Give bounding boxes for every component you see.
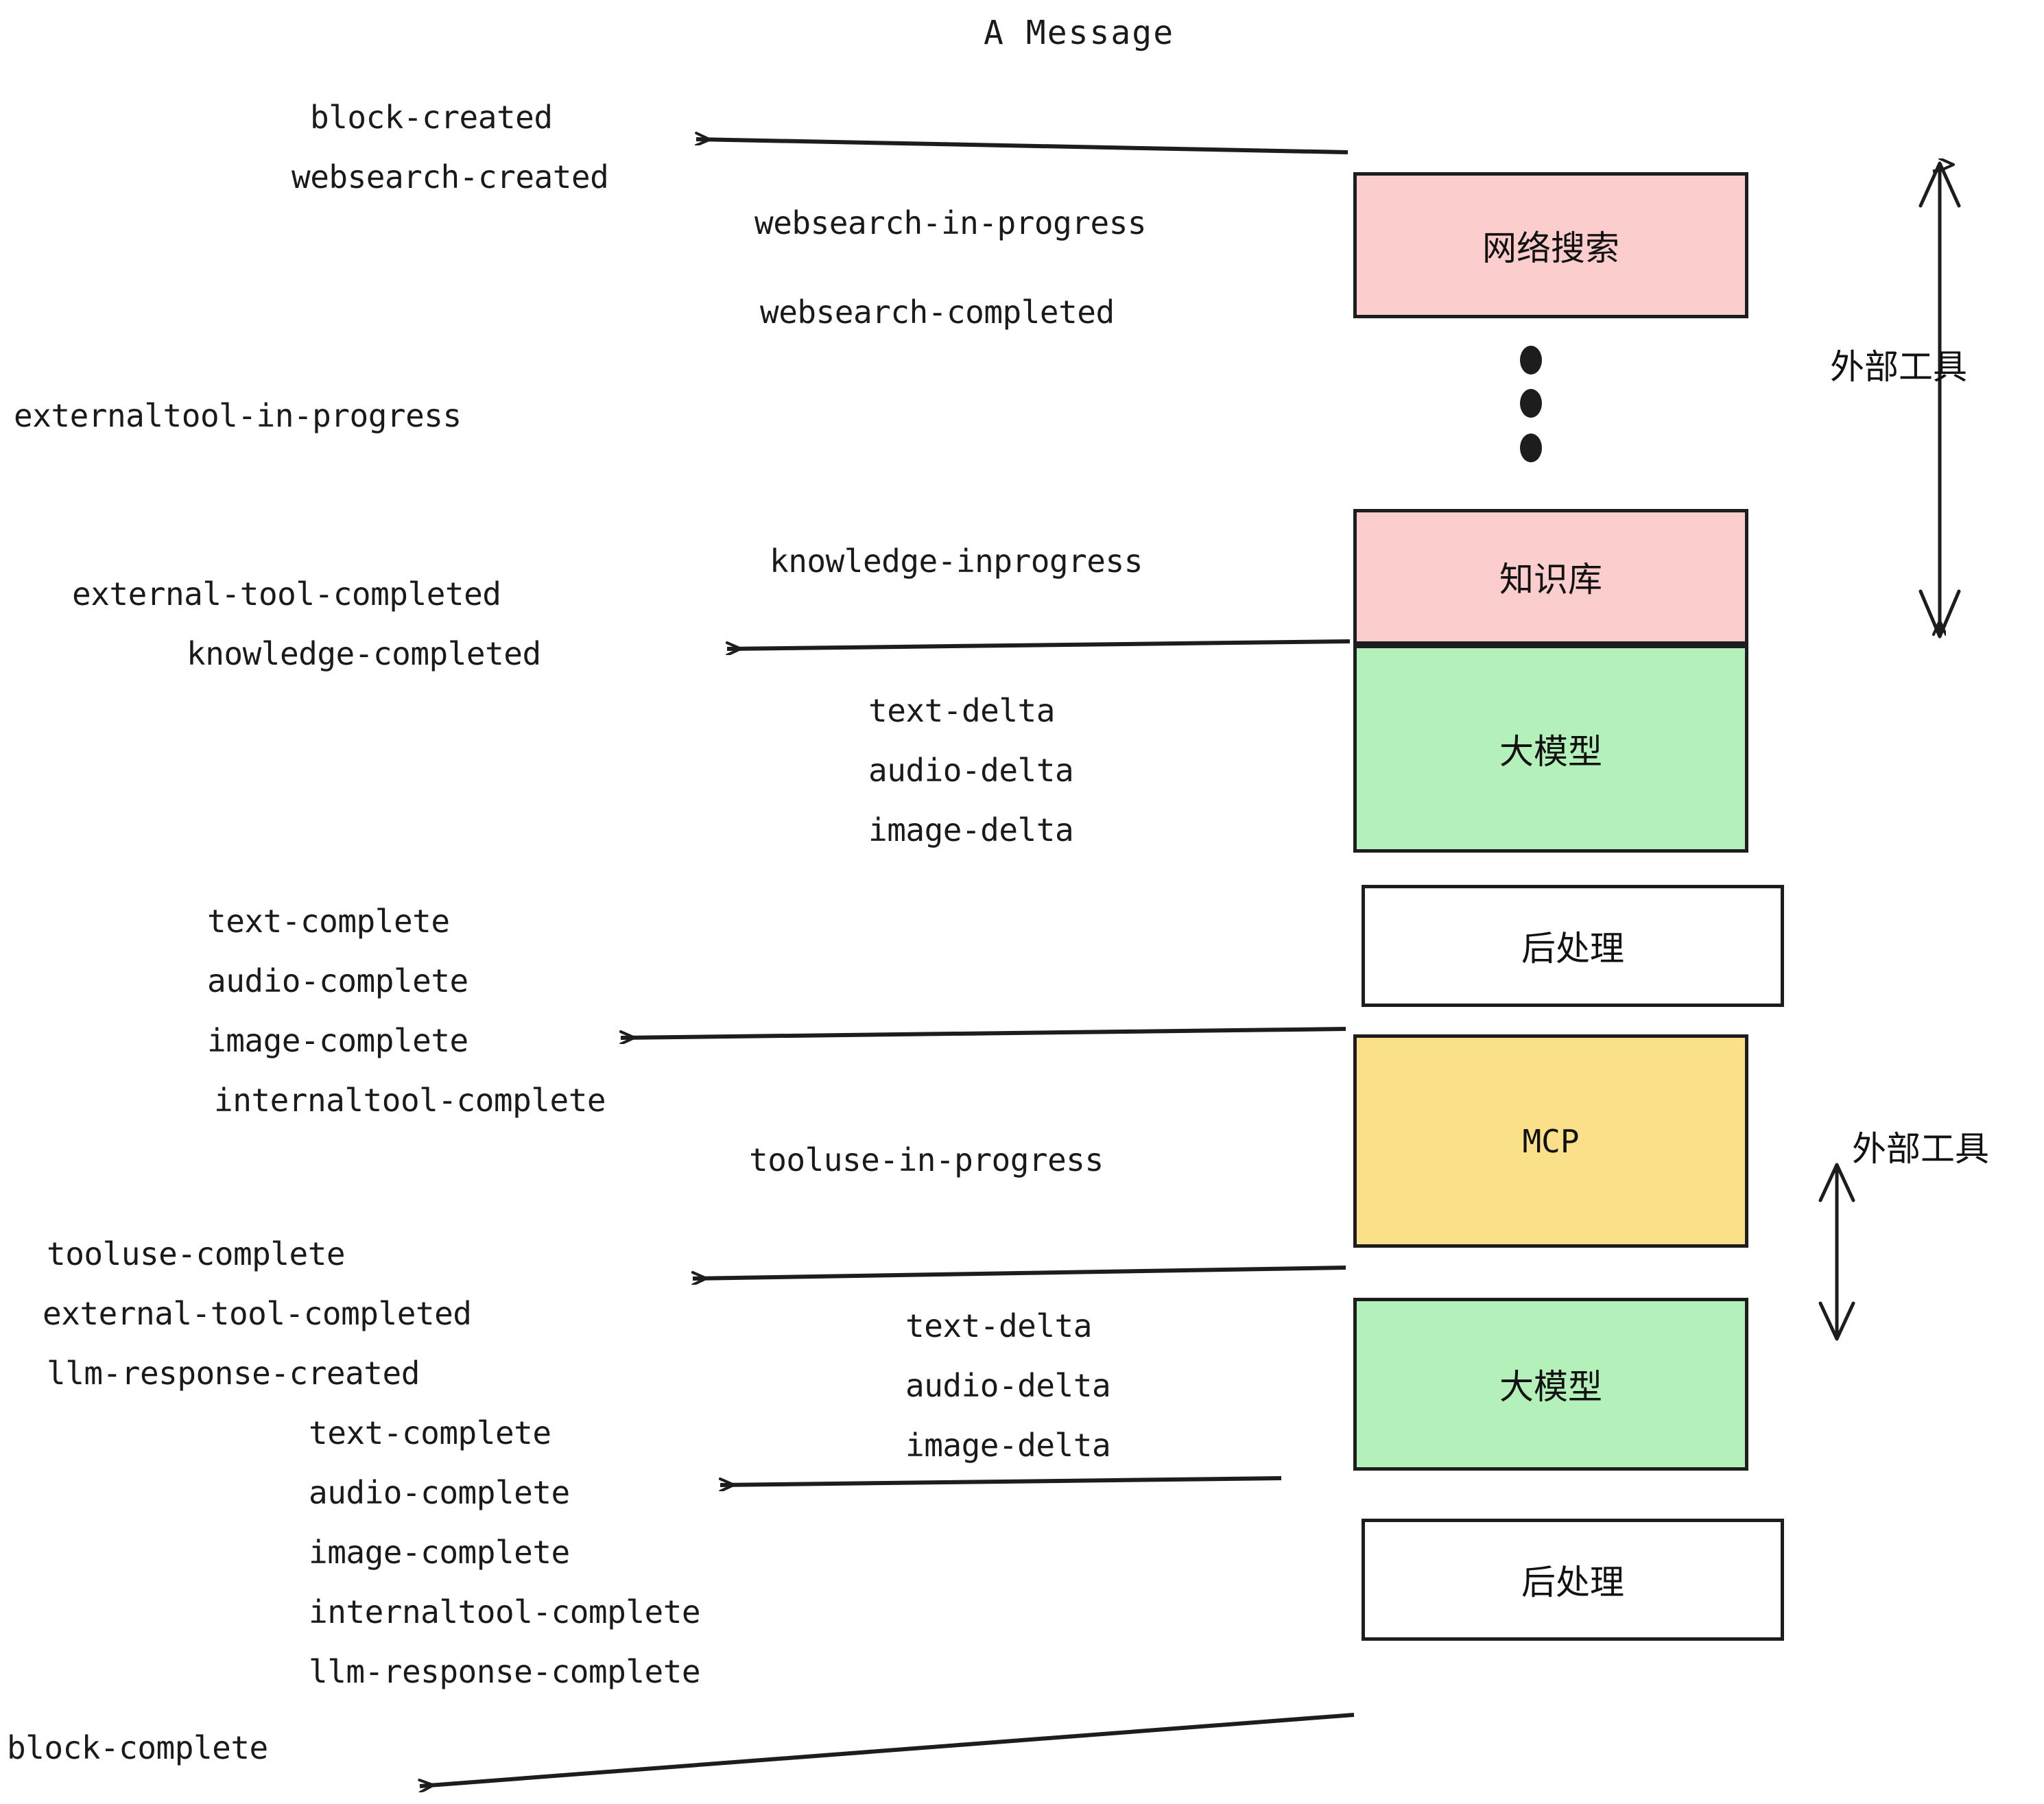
event-tooluse-in-progress: tooluse-in-progress — [749, 1141, 1104, 1178]
event-block-created: block-created — [310, 99, 553, 136]
node-llm-2-label: 大模型 — [1499, 1367, 1602, 1407]
node-postprocess-1[interactable]: 后处理 — [1362, 885, 1784, 1007]
group-label-external-tool-lower: 外部工具 — [1852, 1129, 1989, 1169]
event-image-complete-1: image-complete — [207, 1022, 468, 1059]
event-external-tool-completed-1: external-tool-completed — [72, 575, 501, 613]
event-text-complete-2: text-complete — [309, 1414, 551, 1451]
event-tooluse-complete: tooluse-complete — [47, 1235, 346, 1272]
node-postprocess-2-label: 后处理 — [1521, 1563, 1624, 1602]
node-postprocess-1-label: 后处理 — [1521, 929, 1624, 969]
vertical-ellipsis-icon — [1520, 346, 1542, 462]
event-image-delta-2: image-delta — [905, 1427, 1111, 1464]
arrowhead-up-upper — [1918, 161, 1961, 208]
event-websearch-created: websearch-created — [292, 158, 609, 195]
arrowhead-down-upper — [1918, 589, 1961, 639]
event-text-complete-1: text-complete — [207, 903, 450, 940]
event-audio-delta-2: audio-delta — [905, 1367, 1111, 1404]
event-llm-response-complete: llm-response-complete — [309, 1653, 701, 1690]
arrowhead-down-lower — [1818, 1301, 1855, 1341]
arrow-websearch-to-block-created — [696, 139, 1348, 154]
node-knowledge[interactable]: 知识库 — [1353, 509, 1748, 645]
event-llm-response-created: llm-response-created — [47, 1355, 420, 1392]
event-knowledge-completed: knowledge-completed — [187, 635, 541, 672]
node-llm-2[interactable]: 大模型 — [1353, 1298, 1748, 1471]
event-knowledge-inprogress: knowledge-inprogress — [770, 543, 1143, 580]
node-knowledge-label: 知识库 — [1499, 560, 1602, 600]
event-externaltool-in-progress: externaltool-in-progress — [14, 397, 462, 434]
event-image-complete-2: image-complete — [309, 1534, 570, 1571]
arrow-postprocess-to-image-complete — [621, 1027, 1346, 1038]
event-audio-complete-1: audio-complete — [207, 962, 468, 999]
event-text-delta-2: text-delta — [905, 1307, 1092, 1344]
page-title: A Message — [984, 14, 1175, 52]
event-image-delta-1: image-delta — [868, 811, 1074, 848]
event-websearch-completed: websearch-completed — [760, 294, 1115, 331]
node-mcp[interactable]: MCP — [1353, 1034, 1748, 1248]
event-internaltool-complete-2: internaltool-complete — [309, 1593, 701, 1630]
node-mcp-label: MCP — [1522, 1122, 1580, 1160]
event-internaltool-complete-1: internaltool-complete — [214, 1082, 606, 1119]
arrow-llm2-to-audio-complete — [720, 1476, 1282, 1485]
group-label-external-tool-upper: 外部工具 — [1830, 347, 1967, 387]
node-websearch[interactable]: 网络搜索 — [1353, 172, 1748, 318]
node-postprocess-2[interactable]: 后处理 — [1362, 1519, 1784, 1641]
arrow-knowledge-to-completed — [727, 639, 1351, 649]
event-external-tool-completed-2: external-tool-completed — [43, 1295, 472, 1332]
node-llm-1-label: 大模型 — [1499, 731, 1602, 772]
event-websearch-in-progress: websearch-in-progress — [754, 204, 1147, 241]
arrowhead-up-lower — [1818, 1163, 1855, 1202]
event-block-complete: block-complete — [7, 1729, 268, 1766]
node-llm-1[interactable]: 大模型 — [1353, 645, 1748, 853]
arrow-postprocess2-to-block-complete — [420, 1713, 1355, 1786]
arrow-mcp-to-tooluse-complete — [693, 1266, 1346, 1279]
node-websearch-label: 网络搜索 — [1482, 228, 1619, 268]
event-audio-delta-1: audio-delta — [868, 752, 1074, 789]
event-audio-complete-2: audio-complete — [309, 1474, 570, 1511]
event-text-delta-1: text-delta — [868, 692, 1055, 729]
